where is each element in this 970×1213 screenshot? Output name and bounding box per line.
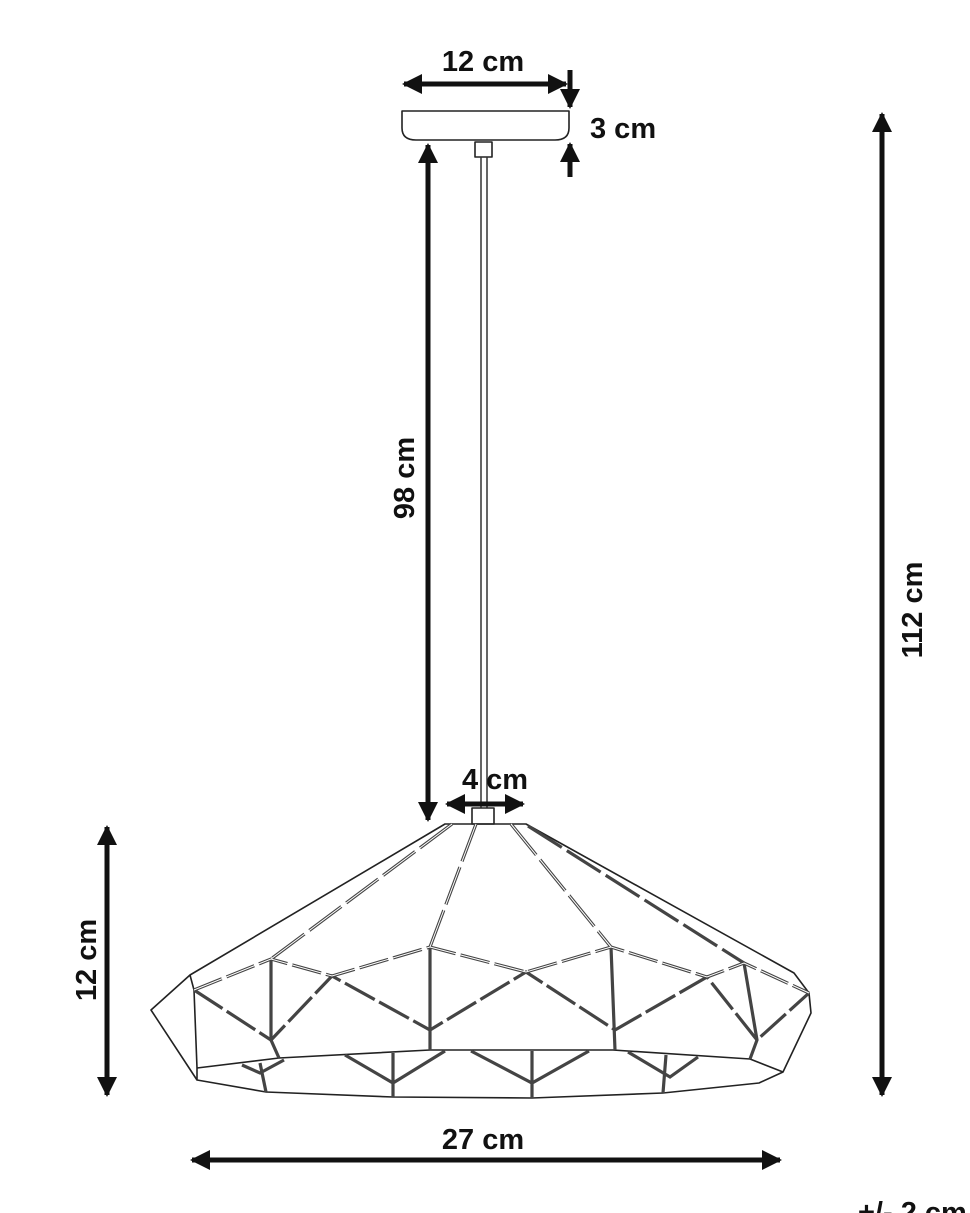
total-height-label: 112 cm <box>897 562 929 659</box>
canopy-height-label: 3 cm <box>590 113 656 145</box>
shade-ribs <box>193 822 811 1098</box>
geometric-lamp-shade <box>150 822 812 1099</box>
shade-height-label: 12 cm <box>71 919 103 1001</box>
shade-width-label: 27 cm <box>442 1124 524 1156</box>
suspension-cord <box>471 157 495 825</box>
cord-length-label: 98 cm <box>389 437 421 519</box>
tolerance-label: +/- 2 cm <box>858 1197 967 1213</box>
ceiling-canopy <box>401 110 570 158</box>
fitting-width-label: 4 cm <box>462 764 528 796</box>
canopy-width-label: 12 cm <box>442 46 524 78</box>
